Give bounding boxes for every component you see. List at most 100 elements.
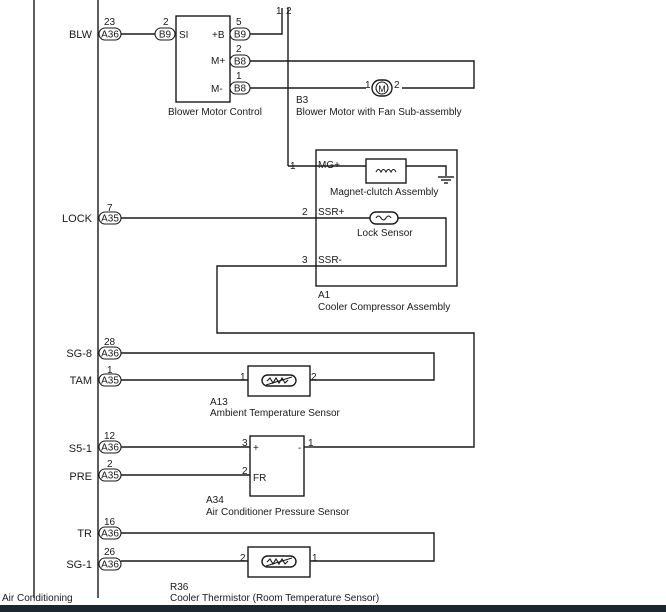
signal-tr: TR 16 A36 <box>77 517 122 540</box>
pin-label: SI <box>179 30 188 41</box>
wire-number: 2 <box>286 6 292 17</box>
wire-plus-b <box>250 8 283 35</box>
connector-tag: A36 <box>98 27 122 41</box>
pin-number: 2 <box>302 207 308 218</box>
signal-blw: BLW 23 A36 <box>69 17 122 41</box>
bottom-bar <box>0 605 666 612</box>
ecu-label: Air Conditioning <box>2 593 73 604</box>
component-label: Blower Motor Control <box>168 107 262 118</box>
lock-sensor-icon <box>375 215 392 221</box>
signal-name: TR <box>77 528 92 540</box>
pin-label: M- <box>211 84 223 95</box>
svg-text:A36: A36 <box>101 560 119 571</box>
pin-number: 2 <box>311 372 317 383</box>
motor-icon <box>375 81 389 95</box>
wire-lock-return <box>318 217 447 267</box>
signal-name: SG-8 <box>66 348 92 360</box>
component-label: Air Conditioner Pressure Sensor <box>206 507 350 518</box>
motor-symbol: M <box>378 84 386 94</box>
component-label: Cooler Compressor Assembly <box>318 302 450 313</box>
pin-number: 1 <box>308 438 314 449</box>
pin-label: + <box>253 443 259 454</box>
connector-tag: A36 <box>98 440 122 454</box>
pin-label: SSR- <box>318 255 342 266</box>
connector-tag: B8 <box>229 81 251 95</box>
room-thermistor: 2 1 R36 Cooler Thermistor (Room Temperat… <box>121 532 435 604</box>
ambient-sensor-box <box>247 365 311 397</box>
clutch-coil-box <box>365 158 407 184</box>
blower-motor: 1 M 2 B3 Blower Motor with Fan Sub-assem… <box>296 79 462 118</box>
cooler-compressor: 1 MG+ Magnet-clutch Assembly 2 SSR+ Lock… <box>121 149 458 313</box>
pin-number: 1 <box>312 553 318 564</box>
pin-label: SSR+ <box>318 207 345 218</box>
connector-tag: A36 <box>98 346 122 360</box>
wire-number: 1 <box>276 6 282 17</box>
signal-pin: 1 <box>107 365 113 376</box>
signal-name: SG-1 <box>66 559 92 571</box>
component-code: B3 <box>296 95 309 106</box>
connector-tag: B9 <box>229 27 251 41</box>
wire-tr <box>121 532 435 562</box>
wire-ground <box>406 165 447 176</box>
signal-pin: 23 <box>104 17 116 28</box>
svg-text:A36: A36 <box>101 443 119 454</box>
signal-pin: 28 <box>104 337 116 348</box>
signal-s5-1: S5-1 12 A36 <box>69 431 122 455</box>
pressure-sensor-box <box>249 435 305 497</box>
pin-number: 1 <box>240 372 246 383</box>
pin-label: M+ <box>211 56 225 67</box>
connector-tag: A35 <box>98 211 122 225</box>
connector-tag: B8 <box>229 54 251 68</box>
svg-text:B9: B9 <box>159 30 172 41</box>
pin-number: 2 <box>236 44 242 55</box>
coil-icon <box>375 168 397 174</box>
thermistor-capsule <box>261 374 297 387</box>
connector-tag: B9 <box>154 27 176 41</box>
svg-text:A36: A36 <box>101 349 119 360</box>
pin-number: 5 <box>236 17 242 28</box>
connector-tag: A36 <box>98 557 122 571</box>
connector-tag: A35 <box>98 468 122 482</box>
svg-text:A35: A35 <box>101 214 119 225</box>
pin-label: FR <box>253 473 266 484</box>
component-code: A13 <box>210 397 228 408</box>
pin-number: 1 <box>236 71 242 82</box>
component-label: Cooler Thermistor (Room Temperature Sens… <box>170 593 379 604</box>
component-code: A34 <box>206 495 224 506</box>
thermistor-capsule <box>261 555 297 568</box>
wire-m-plus <box>250 60 475 89</box>
pin-number: 3 <box>242 438 248 449</box>
component-label: Lock Sensor <box>357 228 413 239</box>
pin-number: 2 <box>394 80 400 91</box>
signal-pin: 16 <box>104 517 116 528</box>
room-thermistor-box <box>247 546 311 578</box>
signal-pin: 2 <box>107 459 113 470</box>
pin-number: 2 <box>163 17 169 28</box>
signal-sg1: SG-1 26 A36 <box>66 547 122 571</box>
lock-sensor-capsule <box>369 211 399 225</box>
wire-sg8 <box>121 352 435 381</box>
pin-number: 2 <box>240 553 246 564</box>
thermistor-icon <box>266 376 289 385</box>
pin-label: +B <box>212 30 225 41</box>
signal-pin: 12 <box>104 431 116 442</box>
pin-label: MG+ <box>318 160 340 171</box>
pin-label: - <box>298 443 301 454</box>
svg-text:A36: A36 <box>101 529 119 540</box>
component-label: Blower Motor with Fan Sub-assembly <box>296 107 462 118</box>
signal-name: LOCK <box>62 213 93 225</box>
thermistor-icon <box>266 557 289 566</box>
pressure-sensor: 3 + - 1 2 FR A34 Air Conditioner Pressur… <box>121 435 350 518</box>
signal-name: S5-1 <box>69 443 92 455</box>
pin-number: 3 <box>302 255 308 266</box>
ambient-temp-sensor: 1 2 A13 Ambient Temperature Sensor <box>121 352 435 419</box>
signal-pin: 7 <box>107 203 113 214</box>
pin-number: 2 <box>242 466 248 477</box>
signal-name: TAM <box>70 375 92 387</box>
connector-tag: A35 <box>98 373 122 387</box>
motor-capsule <box>371 79 393 97</box>
component-code: R36 <box>170 582 189 593</box>
signal-pin: 26 <box>104 547 116 558</box>
svg-text:A36: A36 <box>101 30 119 41</box>
